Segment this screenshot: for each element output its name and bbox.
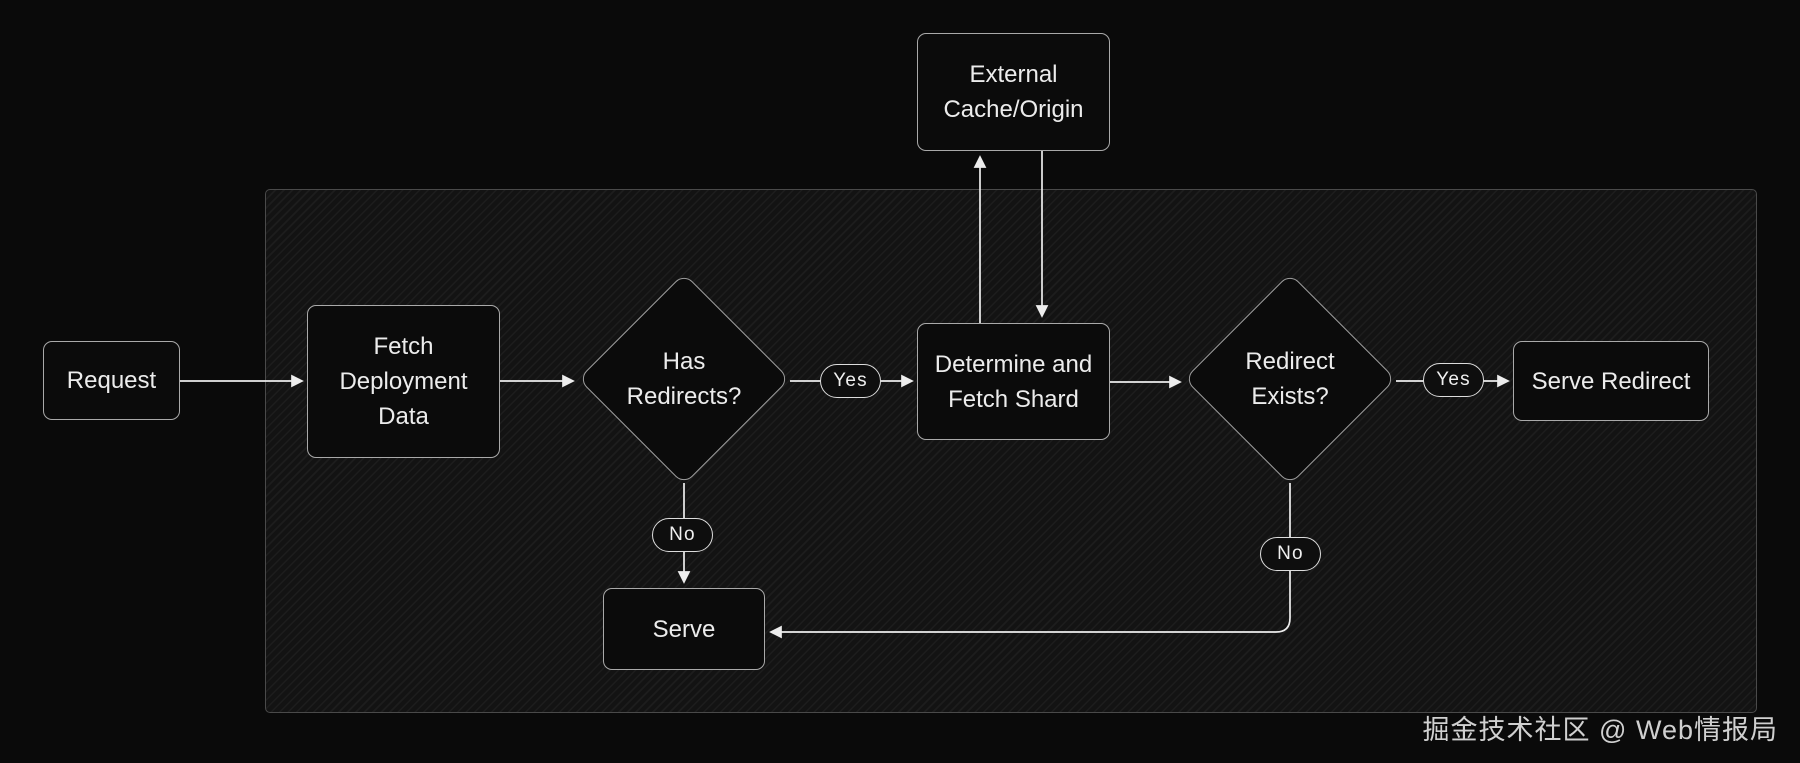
watermark: 掘金技术社区 @ Web情报局 [1422, 715, 1778, 745]
edge-label-no-has-redirects-text: No [669, 524, 696, 545]
node-fetch-deployment-data-line1: Fetch [373, 333, 434, 360]
node-serve-redirect: Serve Redirect [1513, 341, 1709, 421]
node-fetch-deployment-data-line3: Data [378, 403, 429, 430]
edge-redirect-exists-no-to-serve [769, 483, 1291, 639]
node-external-cache-origin: External Cache/Origin [917, 33, 1110, 151]
node-determine-and-fetch-shard: Determine and Fetch Shard [917, 323, 1110, 440]
node-request-label: Request [66, 367, 157, 394]
node-determine-and-fetch-shard-line1: Determine and [934, 350, 1093, 378]
edge-label-yes-redirect-exists-text: Yes [1436, 369, 1471, 390]
diagram-boundary-frame [265, 189, 1757, 713]
decision-has-redirects-line1: Has [662, 348, 706, 375]
node-determine-and-fetch-shard-line2: Fetch Shard [948, 385, 1079, 413]
node-external-cache-origin-line2: Cache/Origin [943, 96, 1084, 123]
edge-label-no-has-redirects: No [652, 518, 713, 552]
node-serve-label: Serve [652, 615, 716, 643]
node-serve-redirect-label: Serve Redirect [1531, 367, 1691, 395]
decision-redirect-exists-line2: Exists? [1251, 383, 1329, 410]
decision-redirect-exists-line1: Redirect [1245, 348, 1335, 375]
edge-label-yes-has-redirects-text: Yes [833, 370, 868, 391]
decision-has-redirects-line2: Redirects? [626, 383, 742, 410]
node-serve: Serve [603, 588, 765, 670]
node-external-cache-origin-line1: External [969, 61, 1058, 88]
edge-label-yes-redirect-exists: Yes [1423, 363, 1484, 397]
edge-label-no-redirect-exists-text: No [1277, 543, 1304, 564]
node-request: Request [43, 341, 180, 420]
edge-label-yes-has-redirects: Yes [820, 364, 881, 398]
decision-redirect-exists-label: Redirect Exists? [1190, 344, 1390, 414]
node-fetch-deployment-data-line2: Deployment [339, 368, 468, 395]
node-fetch-deployment-data: Fetch Deployment Data [307, 305, 500, 458]
decision-has-redirects-label: Has Redirects? [584, 344, 784, 414]
edge-label-no-redirect-exists: No [1260, 537, 1321, 571]
